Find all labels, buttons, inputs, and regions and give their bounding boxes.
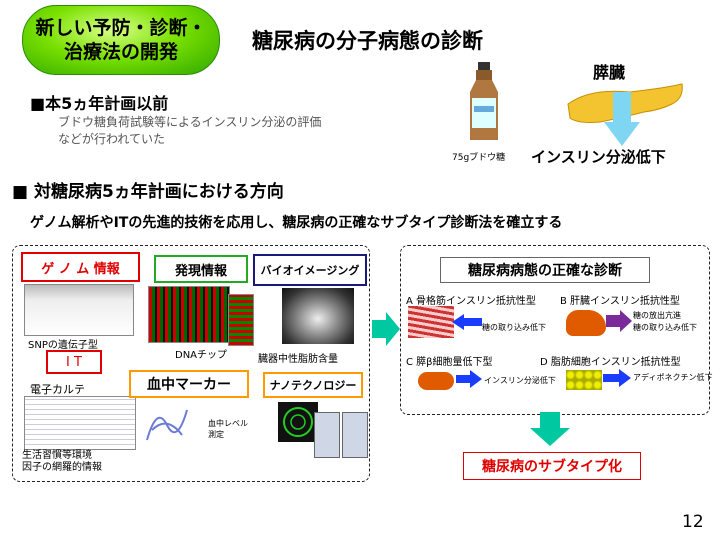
pancreas-arrow-icon: [456, 370, 482, 392]
down-arrow-icon: [530, 412, 570, 450]
muscle-arrow-icon: [452, 314, 482, 334]
type-b-label: B 肝臓インスリン抵抗性型: [560, 296, 680, 307]
page-title: 糖尿病の分子病態の診断: [252, 29, 483, 53]
expression-box: 発現情報: [154, 255, 248, 283]
ct-scan-image: [282, 288, 354, 344]
type-b-note: 糖の放出亢進 糖の取り込み低下: [633, 311, 697, 332]
left-panel: [12, 245, 370, 482]
right-arrow-icon: [372, 312, 400, 350]
pancreas-label: 膵臓: [593, 63, 626, 82]
muscle-image: [408, 306, 454, 338]
genome-box: ゲ ノ ム 情報: [21, 252, 140, 282]
it-box: I T: [46, 350, 102, 374]
before-heading: ■本5ヵ年計画以前: [30, 94, 169, 113]
bottle-label: 75gブドウ糖: [452, 153, 506, 163]
topic-badge: 新しい予防・診断・ 治療法の開発: [22, 5, 220, 75]
adipocyte-arrow-icon: [603, 369, 631, 391]
dna-chip-image: [148, 286, 230, 343]
fullerene-icon: [278, 402, 318, 442]
page-number: 12: [682, 512, 704, 532]
blood-marker-box: 血中マーカー: [129, 370, 249, 398]
liver-arrow-icon: [606, 310, 632, 336]
insulin-caption: インスリン分泌低下: [531, 148, 666, 166]
pancreas-small-image: [418, 372, 454, 390]
bioimaging-box: バイオイメージング: [253, 254, 367, 286]
direction-subtitle: ゲノム解析やITの先進的技術を応用し、糖尿病の正確なサブタイプ診断法を確立する: [30, 215, 563, 231]
protein-structure-image: [142, 400, 197, 450]
blood-level-label: 血中レベル 測定: [208, 419, 248, 439]
lifestyle-label: 生活習慣等環境 因子の網羅的情報: [22, 450, 102, 473]
type-a-note: 糖の取り込み低下: [482, 323, 546, 332]
before-line-1: ブドウ糖負荷試験等によるインスリン分泌の評価: [58, 115, 322, 129]
direction-heading: ■ 対糖尿病5ヵ年計画における方向: [12, 182, 284, 202]
before-line-2: などが行われていた: [58, 132, 166, 146]
snp-screenshot-image: [24, 284, 134, 336]
dna-chip-label: DNAチップ: [175, 350, 228, 361]
nanotech-box: ナノテクノロジー: [263, 372, 363, 398]
sensor-chip-right-image: [342, 412, 368, 458]
badge-text: 新しい予防・診断・ 治療法の開発: [35, 17, 207, 63]
ehr-label: 電子カルテ: [30, 383, 85, 396]
type-c-note: インスリン分泌低下: [484, 376, 556, 385]
sensor-chip-left-image: [314, 412, 340, 458]
type-c-label: C 膵β細胞量低下型: [406, 357, 493, 368]
type-a-label: A 骨格筋インスリン抵抗性型: [406, 296, 536, 307]
type-d-note: アディポネクチン低下: [633, 373, 713, 382]
snp-label: SNPの遺伝子型: [28, 340, 98, 351]
glucose-bottle-image: [464, 62, 504, 142]
liver-image: [566, 310, 606, 336]
dna-chip-zoom-image: [228, 294, 254, 346]
diagnosis-heading: 糖尿病病態の正確な診断: [440, 257, 650, 283]
type-d-label: D 脂肪細胞インスリン抵抗性型: [540, 357, 681, 368]
result-box: 糖尿病のサブタイプ化: [463, 452, 641, 480]
visceral-fat-label: 臓器中性脂肪含量: [258, 354, 338, 365]
pancreas-image: [560, 78, 686, 150]
ehr-screenshot-image: [24, 396, 136, 450]
adipocyte-image: [566, 370, 602, 390]
